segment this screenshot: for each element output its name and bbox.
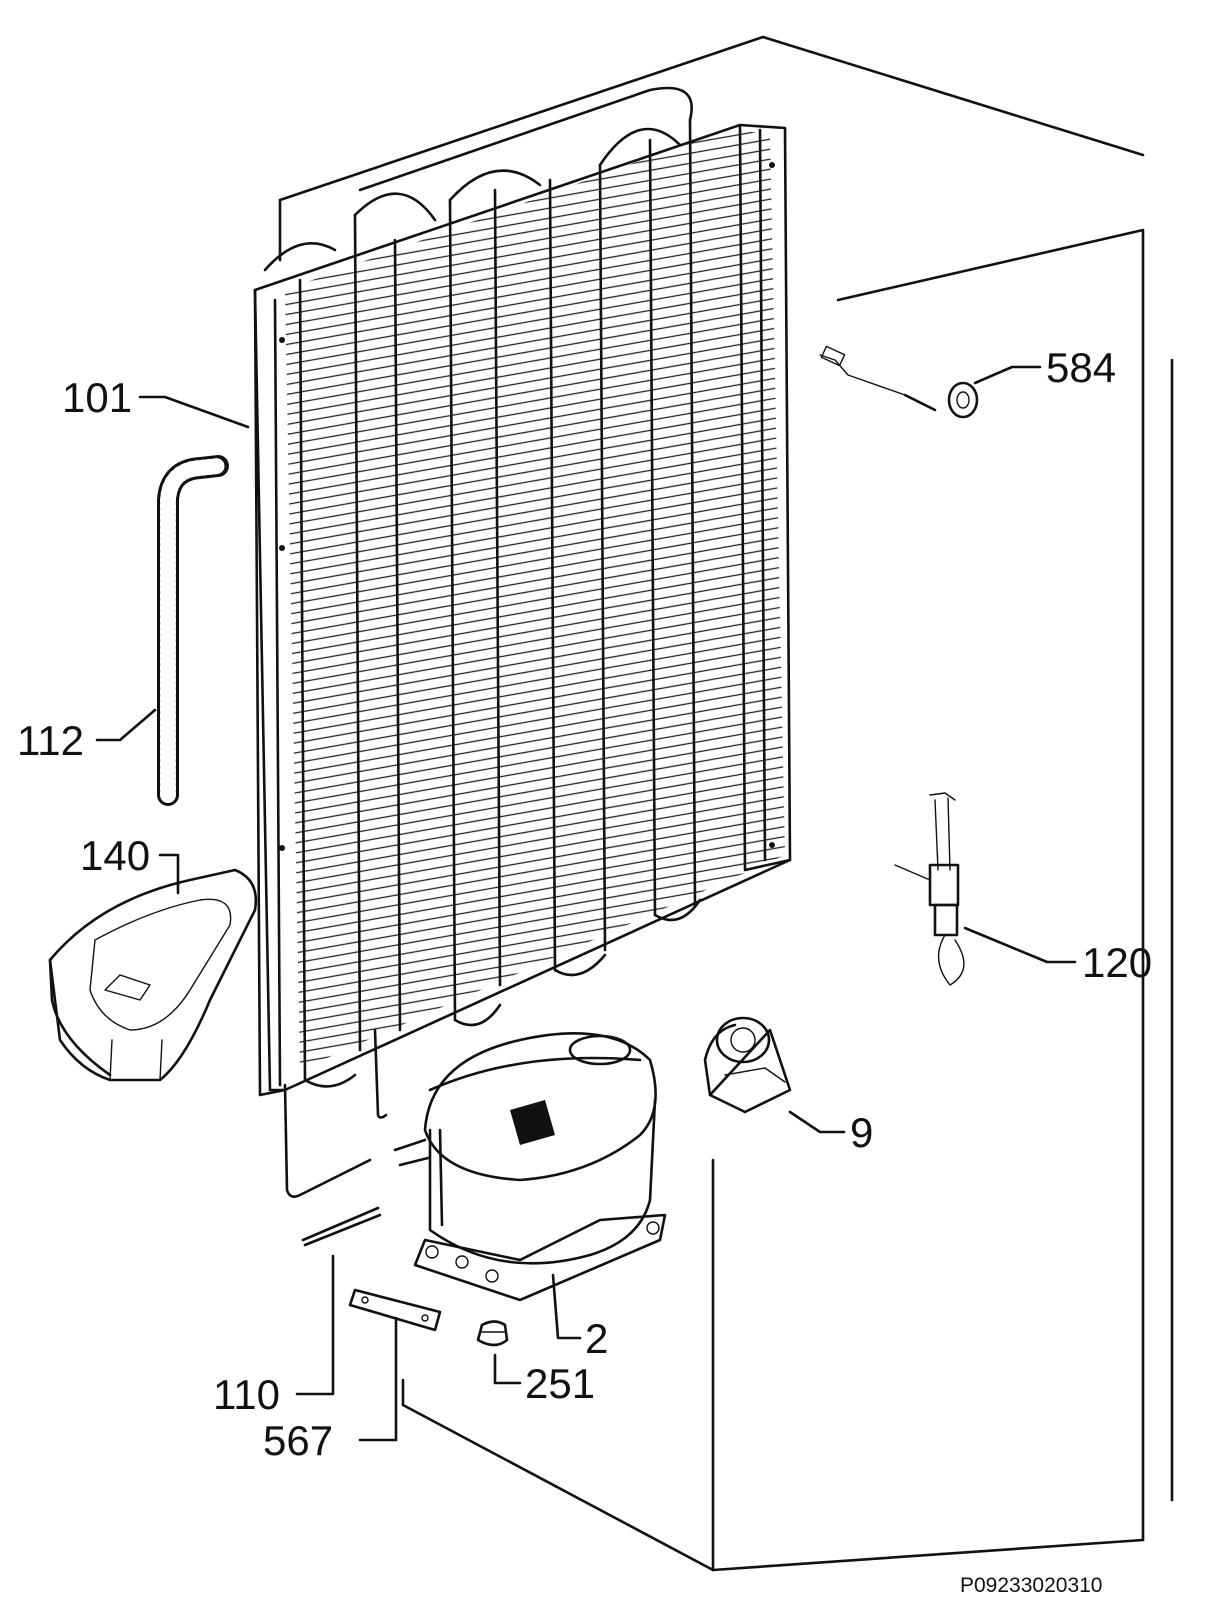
callout-112-label: 112 bbox=[17, 717, 84, 764]
callout-110-label: 110 bbox=[213, 1371, 280, 1418]
callout-140-label: 140 bbox=[80, 832, 150, 879]
callout-251-label: 251 bbox=[525, 1360, 595, 1407]
callout-567-label: 567 bbox=[263, 1417, 333, 1464]
callout-584-label: 584 bbox=[1046, 344, 1116, 391]
cabinet-outline bbox=[278, 35, 1174, 1572]
ground-wire bbox=[819, 345, 979, 419]
drawing-code: P09233020310 bbox=[960, 1574, 1102, 1597]
evaporating-tray bbox=[48, 868, 258, 1082]
callout-101-label: 101 bbox=[62, 374, 132, 421]
drain-hose bbox=[157, 455, 229, 806]
compressor bbox=[301, 1032, 667, 1302]
relay-cover bbox=[703, 1016, 792, 1114]
callout-120-label: 120 bbox=[1082, 939, 1152, 986]
leader-lines bbox=[95, 365, 1077, 1442]
condenser bbox=[253, 86, 792, 1198]
start-relay bbox=[894, 792, 965, 986]
mounting-bracket bbox=[348, 1288, 442, 1332]
callout-9-label: 9 bbox=[850, 1109, 873, 1156]
compressor-grommet bbox=[476, 1320, 509, 1347]
callout-2-label: 2 bbox=[585, 1315, 608, 1362]
